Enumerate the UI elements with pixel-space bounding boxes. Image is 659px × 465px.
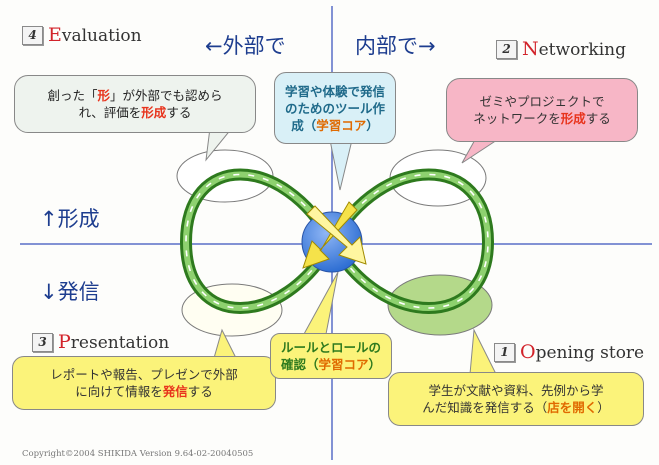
presentation-bubble-line1: レポートや報告、プレゼンで外部 [50, 367, 238, 382]
networking-bubble: ゼミやプロジェクトで ネットワークを形成する [446, 78, 638, 142]
evaluation-title: Evaluation [48, 24, 142, 46]
center-bottom-bubble-line2: 確認（学習コア） [280, 357, 382, 372]
networking-title: Networking [522, 38, 626, 60]
evaluation-bubble-line2: れ、評価を形成する [78, 105, 192, 120]
copyright-text: Copyright©2004 SHIKIDA Version 9.64-02-2… [22, 449, 254, 459]
center-bottom-bubble-line1: ルールとロールの [280, 340, 381, 355]
opening-bubble-tail [469, 328, 497, 375]
forming-label: ↑形成 [40, 207, 100, 231]
center-top-bubble: 学習や体験で発信 のためのツール作 成（学習コア） [274, 72, 396, 144]
core-arrows [302, 201, 367, 269]
networking-bubble-line1: ゼミやプロジェクトで [479, 94, 605, 109]
center-top-bubble-line2: のためのツール作 [284, 100, 385, 116]
evaluation-bubble: 創った「形」が外部でも認めら れ、評価を形成する [14, 75, 256, 133]
center-top-bubble-tail [329, 139, 353, 191]
opening-number-badge: 1 [494, 343, 515, 362]
networking-bubble-line2: ネットワークを形成する [473, 111, 611, 126]
networking-number-badge: 2 [496, 40, 517, 59]
center-top-bubble-line3: 成（学習コア） [291, 117, 379, 133]
center-top-bubble-line1: 学習や体験で発信 [284, 83, 385, 99]
center-bottom-bubble: ルールとロールの 確認（学習コア） [270, 333, 392, 379]
presentation-number-badge: 3 [32, 333, 53, 352]
opening-title: Opening store [520, 341, 645, 363]
presentation-bubble: レポートや報告、プレゼンで外部 に向けて情報を発信する [12, 356, 276, 410]
presentation-title: Presentation [58, 331, 170, 353]
opening-bubble: 学生が文献や資料、先例から学 んだ知識を発信する（店を開く） [388, 372, 644, 426]
evaluation-number-badge: 4 [22, 26, 43, 45]
opening-bubble-line2: んだ知識を発信する（店を開く） [422, 400, 610, 415]
outward-label: ←外部で [205, 34, 286, 58]
opening-bubble-line1: 学生が文献や資料、先例から学 [428, 383, 604, 398]
presentation-bubble-line2: に向けて情報を発信する [75, 384, 213, 399]
evaluation-bubble-line1: 創った「形」が外部でも認めら [47, 88, 223, 103]
inward-label: 内部で→ [355, 34, 436, 58]
sending-label: ↓発信 [40, 280, 100, 304]
